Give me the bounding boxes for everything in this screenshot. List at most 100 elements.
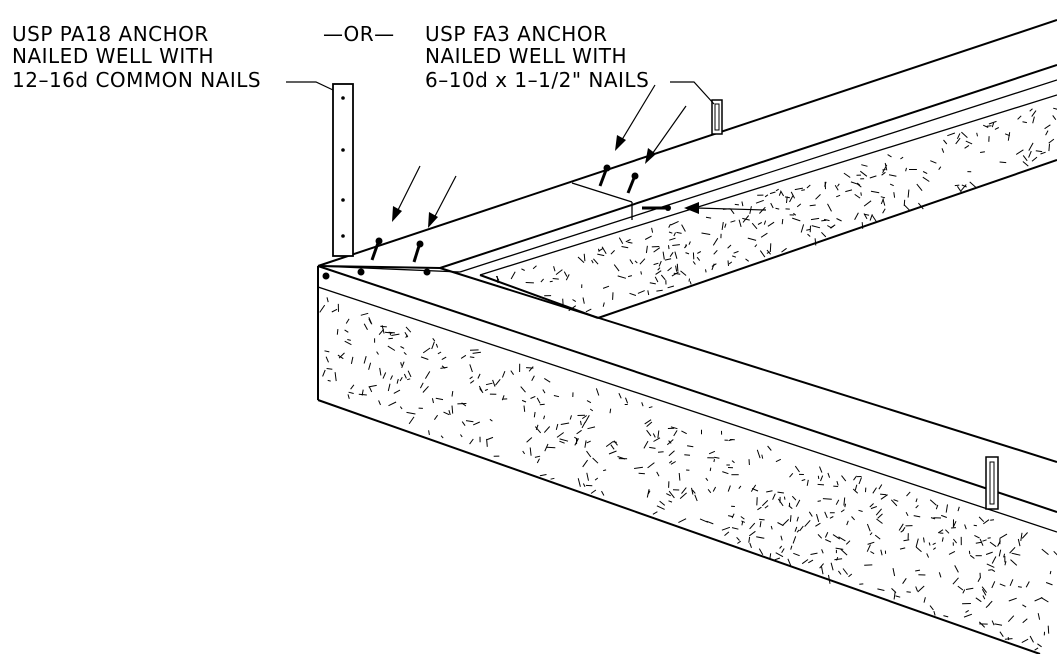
concrete-speck xyxy=(399,406,403,410)
concrete-speck xyxy=(522,450,526,455)
concrete-speck xyxy=(870,506,877,510)
concrete-speck xyxy=(915,546,922,553)
concrete-speck xyxy=(836,218,842,222)
concrete-speck xyxy=(835,547,844,550)
concrete-speck xyxy=(738,219,742,228)
concrete-speck xyxy=(669,237,676,241)
concrete-speck xyxy=(637,290,645,294)
concrete-speck xyxy=(893,591,896,600)
concrete-speck xyxy=(465,420,474,423)
concrete-speck xyxy=(890,499,898,507)
concrete-speck xyxy=(422,347,431,354)
concrete-speck xyxy=(1017,538,1021,547)
concrete-speck xyxy=(775,207,780,210)
concrete-speck xyxy=(929,605,934,611)
concrete-speck xyxy=(727,485,731,492)
concrete-speck xyxy=(775,188,779,192)
concrete-speck xyxy=(582,483,586,488)
concrete-speck xyxy=(469,380,475,384)
concrete-speck xyxy=(990,519,995,521)
concrete-speck xyxy=(819,466,823,473)
concrete-speck xyxy=(1017,115,1022,120)
pa18-strap-anchor xyxy=(332,83,354,257)
concrete-speck xyxy=(406,411,416,415)
concrete-speck xyxy=(764,194,769,198)
concrete-speck xyxy=(360,312,369,316)
concrete-speck xyxy=(326,368,333,370)
or-label: —OR— xyxy=(323,22,395,46)
concrete-speck xyxy=(781,548,785,554)
concrete-speck xyxy=(584,440,587,448)
concrete-speck xyxy=(326,297,329,303)
concrete-speck xyxy=(784,196,790,199)
concrete-speck xyxy=(431,398,434,404)
concrete-speck xyxy=(988,120,997,125)
concrete-speck xyxy=(477,373,481,379)
concrete-speck xyxy=(597,253,605,257)
concrete-speck xyxy=(770,202,774,209)
concrete-speck xyxy=(441,365,446,369)
concrete-speck xyxy=(825,539,832,543)
concrete-speck xyxy=(544,443,549,452)
concrete-speck xyxy=(348,391,354,394)
concrete-speck xyxy=(1052,115,1057,120)
concrete-speck xyxy=(605,441,613,448)
concrete-speck xyxy=(757,221,763,225)
concrete-speck xyxy=(962,589,966,594)
concrete-speck xyxy=(835,499,840,505)
concrete-speck xyxy=(837,183,840,187)
concrete-speck xyxy=(794,465,800,473)
concrete-speck xyxy=(982,124,989,128)
concrete-speck xyxy=(536,458,540,464)
sill-plate-front xyxy=(317,265,1057,513)
concrete-speck xyxy=(610,250,615,255)
concrete-speck xyxy=(906,491,911,497)
concrete-speck xyxy=(981,588,987,596)
concrete-speck xyxy=(731,527,739,530)
concrete-speck xyxy=(707,488,712,494)
concrete-speck xyxy=(1031,156,1038,162)
concrete-speck xyxy=(713,458,715,463)
concrete-speck xyxy=(815,194,821,200)
concrete-speck xyxy=(834,184,839,191)
concrete-speck xyxy=(988,569,992,571)
concrete-speck xyxy=(781,247,787,253)
concrete-speck xyxy=(1041,548,1049,555)
concrete-speck xyxy=(861,164,868,167)
concrete-speck xyxy=(542,389,546,394)
concrete-speck xyxy=(652,511,658,515)
concrete-speck xyxy=(422,385,429,393)
concrete-speck xyxy=(576,429,582,435)
concrete-speck xyxy=(598,248,600,252)
concrete-speck xyxy=(869,175,877,179)
concrete-speck xyxy=(656,505,665,510)
concrete-speck xyxy=(823,218,830,222)
concrete-speck xyxy=(1011,552,1021,556)
concrete-speck xyxy=(1028,142,1034,151)
concrete-speck xyxy=(998,549,1002,557)
concrete-speck xyxy=(495,378,501,386)
concrete-speck xyxy=(676,231,682,234)
concrete-speck xyxy=(641,402,644,407)
concrete-speck xyxy=(737,540,741,544)
concrete-speck xyxy=(1022,121,1028,124)
concrete-speck xyxy=(945,504,948,513)
concrete-speck xyxy=(789,194,794,203)
concrete-speck xyxy=(965,140,973,145)
concrete-speck xyxy=(811,225,821,229)
concrete-speck xyxy=(586,400,592,404)
concrete-speck xyxy=(948,550,956,555)
concrete-speck xyxy=(1009,546,1016,554)
concrete-speck xyxy=(670,426,678,430)
concrete-speck xyxy=(852,488,859,494)
concrete-speck xyxy=(854,193,861,199)
concrete-speck xyxy=(1007,132,1011,141)
concrete-speck xyxy=(324,350,330,353)
concrete-speck xyxy=(634,260,638,264)
concrete-speck xyxy=(975,541,982,544)
concrete-speck xyxy=(589,408,594,412)
concrete-speck xyxy=(999,631,1004,637)
concrete-speck xyxy=(850,181,859,185)
concrete-speck xyxy=(821,219,827,222)
concrete-speck xyxy=(821,549,824,554)
